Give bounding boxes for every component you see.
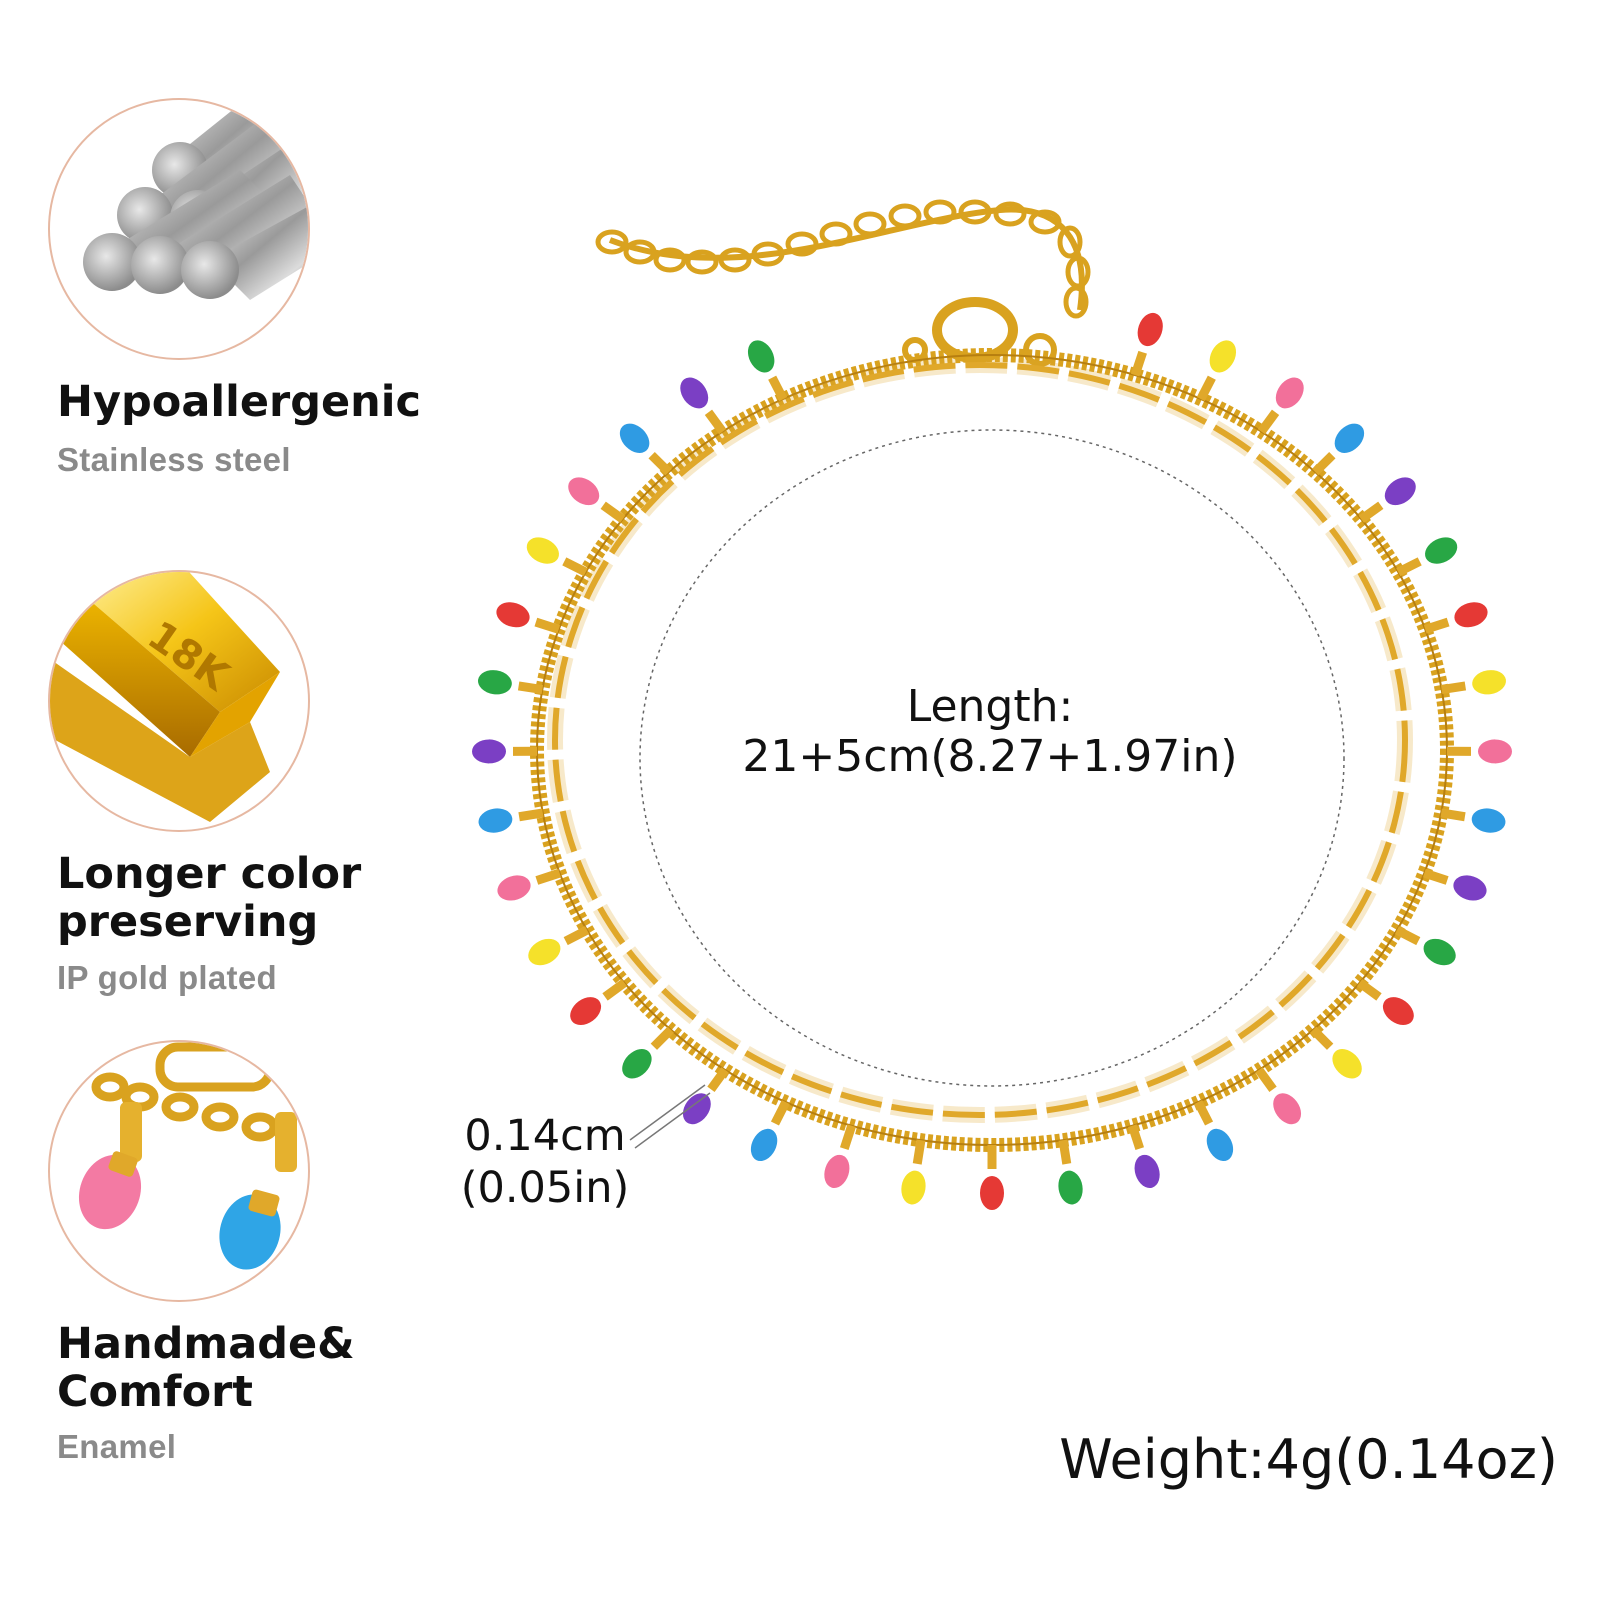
enamel-charm xyxy=(1196,340,1237,402)
enamel-charm xyxy=(901,1139,926,1205)
enamel-charm xyxy=(497,868,562,901)
feature-title-color-preserving: Longer color preserving xyxy=(57,849,362,947)
enamel-charm xyxy=(824,1124,856,1188)
enamel-charm xyxy=(1310,1026,1362,1079)
steel-rods-image xyxy=(48,98,310,360)
length-measure-circle xyxy=(639,429,1345,1087)
enamel-charm xyxy=(1194,1100,1234,1162)
gold-bar-image: 18K xyxy=(48,570,310,832)
enamel-charms xyxy=(472,312,1512,1210)
enamel-charm xyxy=(682,1067,729,1125)
enamel-charm xyxy=(570,979,628,1026)
paperclip-chain xyxy=(552,362,1408,1118)
enamel-charm xyxy=(526,537,588,577)
extender-chain xyxy=(595,199,1091,319)
enamel-charm xyxy=(680,377,727,435)
feature-subtitle-stainless-steel: Stainless steel xyxy=(57,441,291,478)
enamel-charm xyxy=(619,423,672,476)
length-label: Length: xyxy=(906,681,1074,732)
thickness-pointer xyxy=(629,1084,706,1141)
weight-label: Weight:4g(0.14oz) xyxy=(1059,1428,1558,1491)
enamel-charm xyxy=(1058,1139,1083,1205)
enamel-charm xyxy=(1356,979,1414,1026)
enamel-charm xyxy=(1422,868,1487,901)
enamel-charm xyxy=(1128,1124,1160,1188)
enamel-charm xyxy=(747,340,788,402)
enamel-charm xyxy=(1423,602,1488,634)
enamel-charm xyxy=(1440,670,1506,695)
length-value: 21+5cm(8.27+1.97in) xyxy=(742,731,1238,782)
enamel-charm xyxy=(496,602,561,634)
thickness-value: 0.14cm xyxy=(464,1111,626,1161)
enamel-charm xyxy=(478,808,544,833)
enamel-charm xyxy=(1446,739,1512,764)
enamel-charm xyxy=(472,739,538,764)
enamel-charm xyxy=(1255,1067,1302,1125)
enamel-charm xyxy=(1257,377,1304,435)
enamel-charm xyxy=(1394,926,1456,966)
enamel-charm xyxy=(1358,477,1416,523)
enamel-charm xyxy=(528,926,590,966)
feature-subtitle-enamel: Enamel xyxy=(57,1428,177,1465)
enamel-charm xyxy=(750,1100,790,1162)
enamel-charm xyxy=(1396,537,1458,577)
enamel-charm xyxy=(1312,423,1365,476)
enamel-charm xyxy=(478,670,544,695)
feature-subtitle-ip-gold-plated: IP gold plated xyxy=(57,959,277,996)
enamel-charm xyxy=(1130,312,1163,377)
enamel-charm xyxy=(568,477,626,523)
feature-title-hypoallergenic: Hypoallergenic xyxy=(57,377,421,427)
enamel-charm-closeup-image xyxy=(48,1040,310,1302)
enamel-charm xyxy=(622,1026,674,1079)
thickness-inch: (0.05in) xyxy=(460,1163,630,1213)
feature-title-handmade-comfort: Handmade& Comfort xyxy=(57,1319,355,1417)
anklet-product-image xyxy=(472,199,1512,1210)
enamel-charm xyxy=(980,1145,1004,1210)
enamel-charm xyxy=(1440,808,1506,833)
